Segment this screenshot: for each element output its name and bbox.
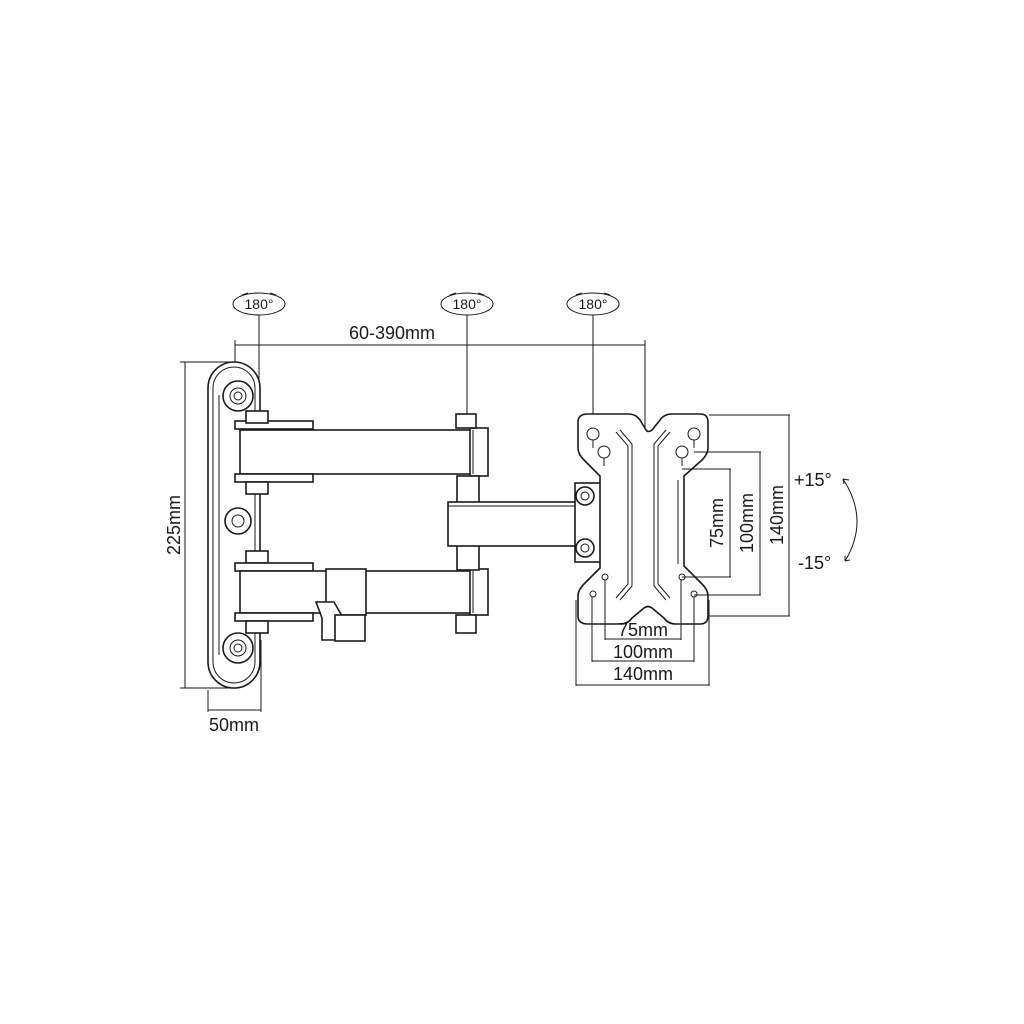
rotation-label-head: 180°: [579, 296, 608, 312]
extension-dimension: 60-390mm: [234, 323, 646, 440]
vesa-v-100-label: 100mm: [737, 493, 757, 553]
depth-label: 50mm: [209, 715, 259, 735]
rotation-badge-arm: 180°: [440, 292, 494, 418]
extension-label: 60-390mm: [349, 323, 435, 343]
vesa-v-75-label: 75mm: [707, 498, 727, 548]
vesa-h-100-label: 100mm: [613, 642, 673, 662]
rotation-label-arm: 180°: [453, 296, 482, 312]
vesa-h-75-label: 75mm: [618, 620, 668, 640]
tilt-indicator: +15° -15°: [794, 470, 858, 573]
tilt-up-label: +15°: [794, 470, 832, 490]
vesa-horizontal-dimensions: 75mm 100mm 140mm: [575, 580, 710, 686]
extension-arm: [447, 501, 579, 547]
tilt-down-label: -15°: [798, 553, 831, 573]
height-dimension: 225mm: [164, 361, 230, 689]
lower-arm: [234, 550, 489, 642]
upper-arm: [234, 410, 489, 495]
vesa-plate: [577, 413, 709, 625]
rotation-badge-head: 180°: [566, 292, 620, 415]
vesa-vertical-dimensions: 75mm 100mm 140mm: [682, 414, 790, 617]
rotation-label-wall: 180°: [245, 296, 274, 312]
depth-dimension: 50mm: [207, 640, 262, 735]
vesa-v-140-label: 140mm: [767, 485, 787, 545]
height-label: 225mm: [164, 495, 184, 555]
vesa-h-140-label: 140mm: [613, 664, 673, 684]
